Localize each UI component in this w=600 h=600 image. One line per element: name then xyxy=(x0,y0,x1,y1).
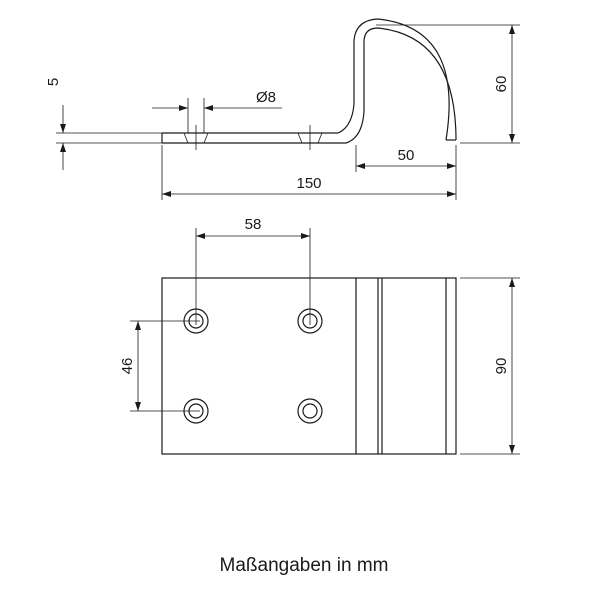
side-view xyxy=(161,18,457,150)
dim-hole-diameter: Ø8 xyxy=(152,89,282,133)
dim-total-length-label: 150 xyxy=(296,175,321,192)
caption: Maßangaben in mm xyxy=(220,555,389,576)
countersink-right-2 xyxy=(317,132,323,144)
hook-outer-curve xyxy=(345,27,457,144)
dim-width: 90 xyxy=(460,277,520,455)
dim-width-label: 90 xyxy=(493,358,510,375)
countersink-left-2 xyxy=(203,132,209,144)
dim-height: 60 xyxy=(376,24,520,144)
dim-hole-spacing-y: 46 xyxy=(119,320,200,412)
dim-height-label: 60 xyxy=(493,76,510,93)
top-view xyxy=(161,277,457,455)
dim-hook-width-label: 50 xyxy=(398,147,415,164)
dim-total-length: 150 xyxy=(161,145,457,200)
hook-inner-curve xyxy=(337,18,450,141)
dim-thickness: 5 xyxy=(45,78,162,170)
dim-hole-diameter-label: Ø8 xyxy=(256,89,276,106)
top-plate-outline xyxy=(161,277,457,455)
dim-hook-width: 50 xyxy=(355,145,457,172)
countersink-right xyxy=(297,132,303,144)
dim-hole-spacing-x: 58 xyxy=(195,216,311,325)
countersink-left xyxy=(183,132,189,144)
dim-thickness-label: 5 xyxy=(45,78,62,86)
dim-hole-spacing-y-label: 46 xyxy=(119,358,136,375)
hole-bottom-right xyxy=(297,398,323,424)
dim-hole-spacing-x-label: 58 xyxy=(245,216,262,233)
